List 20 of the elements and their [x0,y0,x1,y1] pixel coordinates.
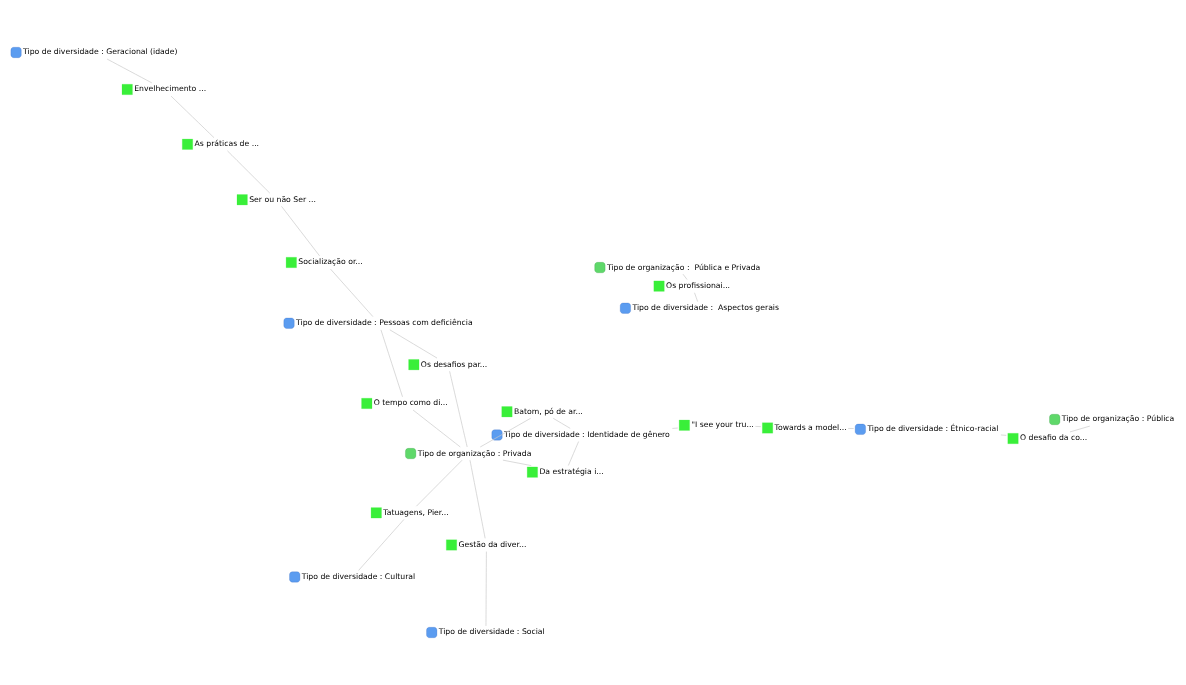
connector [1069,425,1091,433]
connector [106,58,153,84]
connector [170,95,215,138]
connector [502,459,532,466]
connector [412,409,461,448]
connector [330,268,374,317]
connector [479,418,531,448]
connector [281,206,320,257]
connector [552,418,571,429]
connector [449,370,468,448]
connector [227,150,271,194]
connector [682,273,688,280]
connector [358,519,405,571]
connector [568,441,579,466]
connector [469,459,486,539]
connector [389,329,438,359]
connector [416,459,463,507]
connector [755,426,762,427]
connector [380,329,403,398]
connector [847,428,854,429]
